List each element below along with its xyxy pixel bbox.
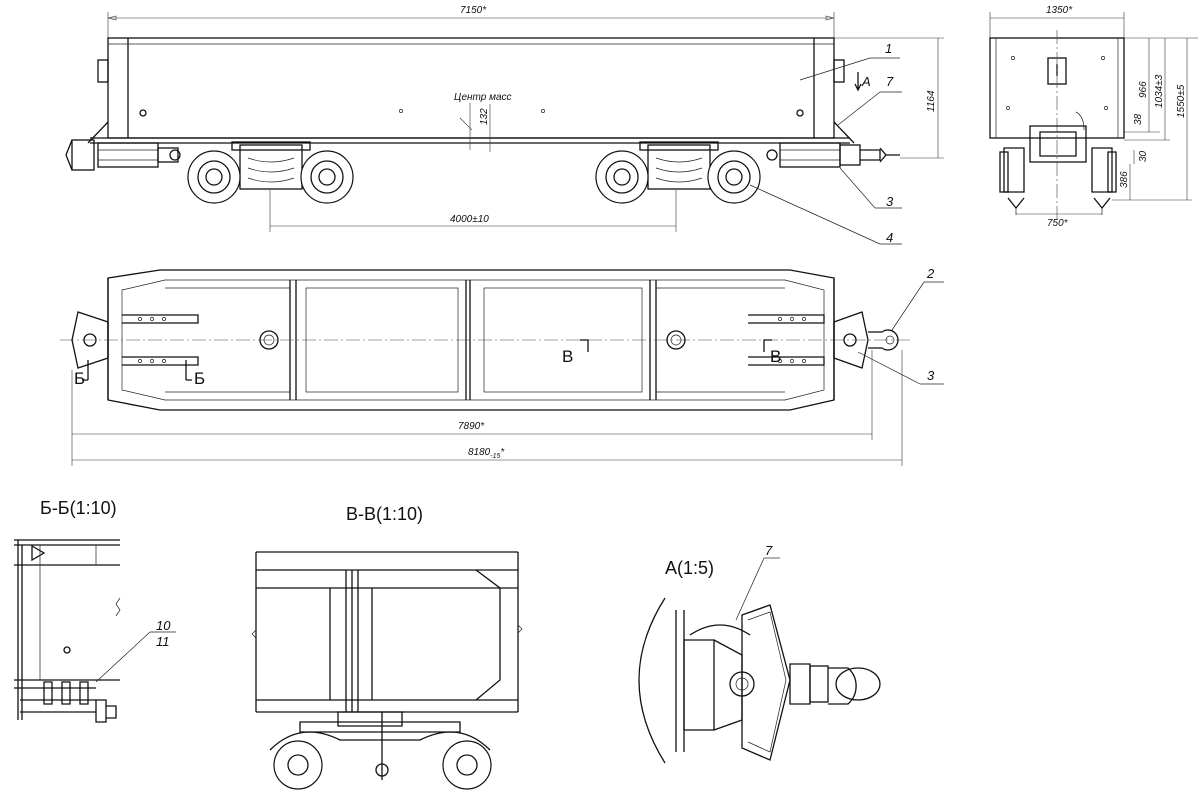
bogie-left	[187, 141, 354, 204]
section-vv: В-В(1:10)	[251, 504, 523, 790]
dim-body-height: 1164	[926, 90, 937, 112]
section-bb: Б-Б(1:10) 10 11	[14, 498, 176, 723]
callout-4: 4	[886, 230, 893, 245]
dim-overall-length-main: 8180-15*	[468, 447, 505, 460]
dim-30: 30	[1138, 150, 1149, 162]
section-b-right-marker: Б	[194, 369, 205, 388]
dim-1550: 1550±5	[1176, 84, 1187, 118]
center-of-mass-label: Центр масс	[454, 92, 512, 103]
callout-1: 1	[885, 41, 892, 56]
dim-bogie-base: 4000±10	[450, 214, 489, 225]
dim-track-gauge: 750*	[1047, 218, 1069, 229]
callout-3-plan: 3	[927, 368, 935, 383]
callout-7-side: 7	[886, 74, 894, 89]
callout-10: 10	[156, 618, 171, 633]
callout-2: 2	[926, 266, 935, 281]
dim-end-width: 1350*	[1046, 5, 1073, 16]
dim-966: 966	[1138, 81, 1149, 98]
callout-3-side: 3	[886, 194, 894, 209]
section-bb-title: Б-Б(1:10)	[40, 498, 117, 518]
section-v-left-marker: В	[562, 347, 573, 366]
detail-a-title: А(1:5)	[665, 558, 714, 578]
section-vv-title: В-В(1:10)	[346, 504, 423, 524]
callout-11: 11	[156, 634, 170, 649]
dim-38: 38	[1133, 113, 1144, 125]
section-b-left-marker: Б	[74, 369, 85, 388]
dim-overall-length: 7150*	[460, 5, 487, 16]
plan-view: Б Б В В 2 3 7890* 8180-15*	[60, 266, 944, 466]
detail-a: А(1:5) 7	[638, 543, 881, 764]
side-view: 7150* Центр масс 132	[65, 5, 944, 245]
end-view: 1350* 750* 966 1034±3 1550±5 38 30	[989, 5, 1198, 229]
center-of-mass-offset: 132	[479, 108, 490, 125]
section-v-right-marker: В	[770, 347, 781, 366]
right-coupler	[766, 142, 900, 168]
callout-7-detail: 7	[765, 543, 773, 558]
left-coupler	[65, 139, 181, 171]
dim-1034: 1034±3	[1154, 74, 1165, 108]
dim-386: 386	[1119, 171, 1130, 188]
bogie-right	[595, 141, 761, 204]
view-a-marker: А	[861, 74, 871, 89]
dim-frame-length: 7890*	[458, 421, 485, 432]
